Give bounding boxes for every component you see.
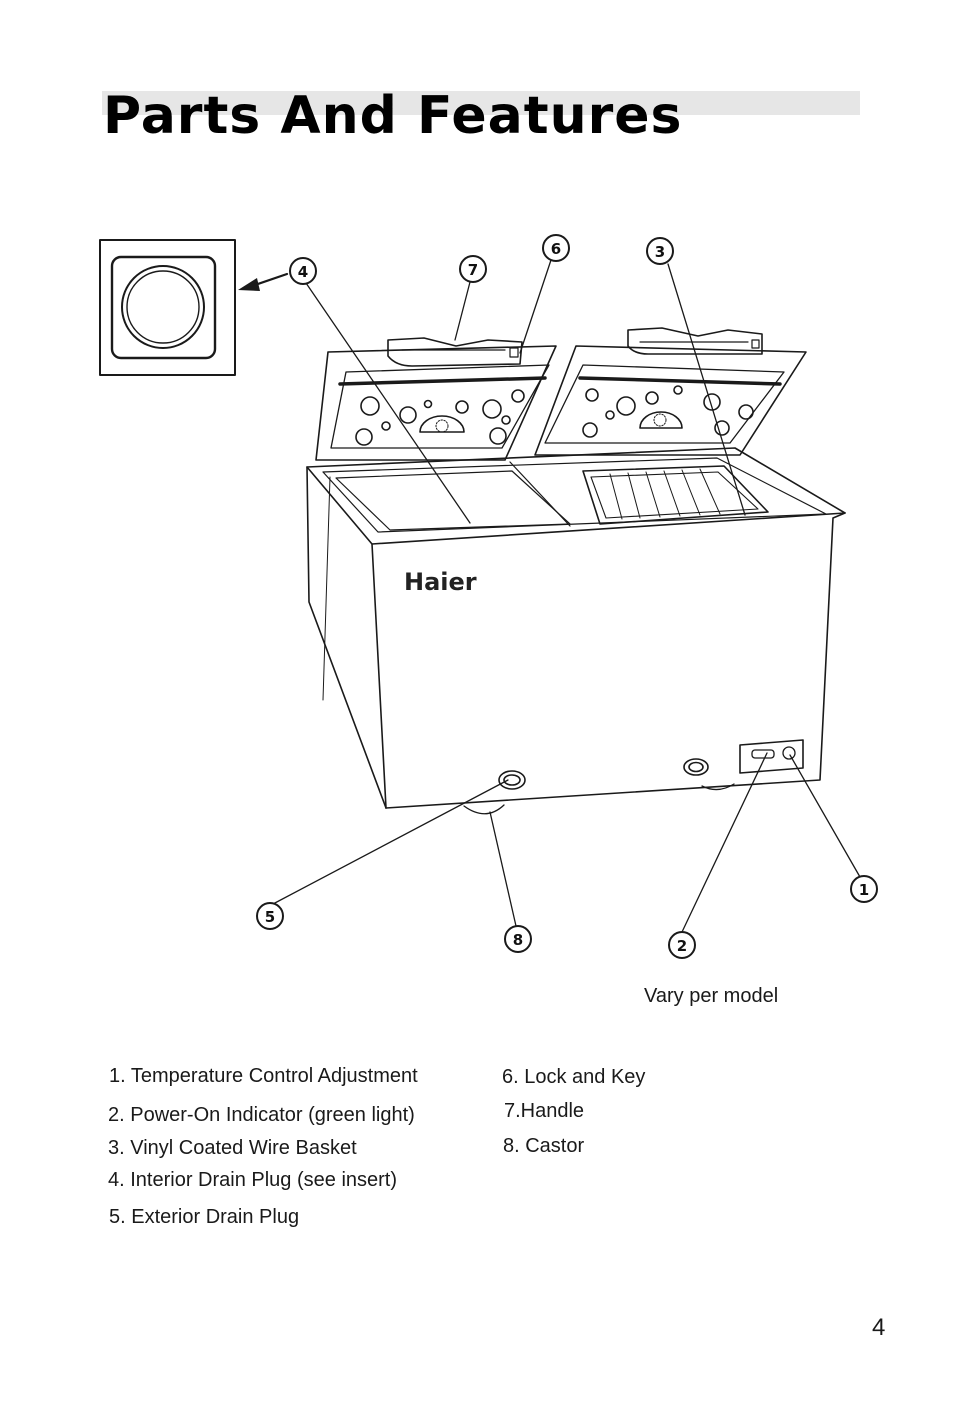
callout-5-label: 5: [265, 908, 275, 926]
page-title: Parts And Features: [103, 86, 683, 146]
right-drain-plug: [683, 758, 709, 776]
callout-8-label: 8: [513, 931, 523, 949]
title-highlight-bar: [102, 91, 860, 115]
callout-1-label: 1: [859, 881, 869, 899]
castors: [463, 783, 735, 815]
exterior-drain-plug: [498, 770, 526, 790]
callout-2-label: 2: [677, 937, 687, 955]
callout-4-label: 4: [298, 263, 308, 281]
model-variation-caption: Vary per model: [644, 985, 779, 1007]
left-lid: [315, 345, 557, 461]
wire-basket: [582, 465, 769, 525]
leader-lines: [272, 259, 861, 933]
part-item-7: 7.Handle: [504, 1100, 585, 1122]
control-panel: [739, 739, 804, 774]
callout-3-label: 3: [655, 243, 665, 261]
part-item-2: 2. Power-On Indicator (green light): [108, 1104, 415, 1126]
part-item-4: 4. Interior Drain Plug (see insert): [108, 1169, 398, 1191]
part-item-3: 3. Vinyl Coated Wire Basket: [108, 1137, 357, 1159]
callout-6-label: 6: [551, 240, 561, 258]
page-number: 4: [872, 1314, 886, 1341]
drain-plug-insert: [99, 239, 236, 376]
left-lid-handle: [387, 337, 523, 367]
callout-3: 3: [646, 237, 674, 265]
callout-7-label: 7: [468, 261, 478, 279]
callout-1: 1: [850, 875, 878, 903]
callout-2: 2: [668, 931, 696, 959]
right-lid: [534, 345, 807, 456]
callout-5: 5: [256, 902, 284, 930]
callout-4: 4: [289, 257, 317, 285]
callout-markers: 1 2 3 4 5 6 7 8: [256, 234, 878, 959]
part-item-8: 8. Castor: [503, 1135, 585, 1157]
haier-logo: Haier: [404, 568, 477, 596]
freezer-cabinet: [306, 447, 846, 809]
part-item-1: 1. Temperature Control Adjustment: [109, 1065, 418, 1087]
callout-8: 8: [504, 925, 532, 953]
part-item-6: 6. Lock and Key: [502, 1066, 646, 1088]
callout-6: 6: [542, 234, 570, 262]
right-lid-handle: [627, 327, 763, 355]
insert-arrow: [238, 272, 289, 291]
part-item-5: 5. Exterior Drain Plug: [109, 1206, 300, 1228]
callout-7: 7: [459, 255, 487, 283]
